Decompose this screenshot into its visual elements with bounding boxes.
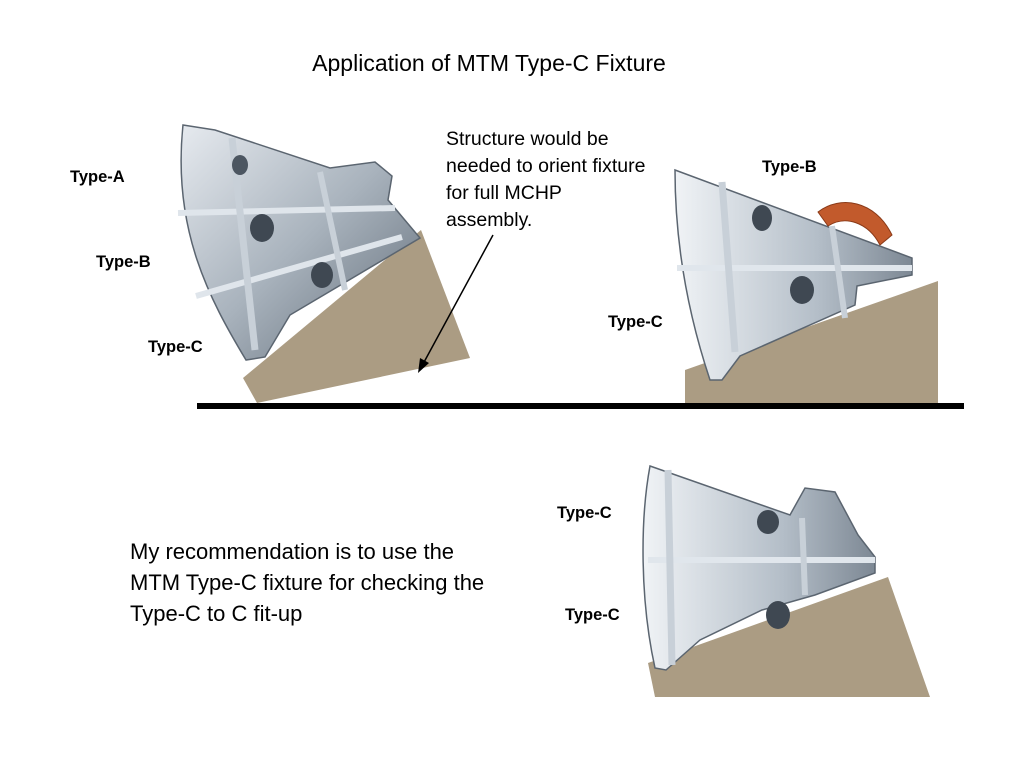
bottom-assembly-illustration (642, 465, 930, 697)
left-label-type-a: Type-A (70, 168, 125, 186)
left-label-type-c: Type-C (148, 338, 203, 356)
bottom-cutout (757, 510, 779, 534)
left-rib-mid (195, 234, 403, 299)
callout-arrow (418, 234, 494, 373)
right-label-type-b: Type-B (762, 158, 817, 176)
left-rib-vert-2 (317, 171, 348, 291)
bottom-fixture-wedge (648, 577, 930, 697)
left-cutout (250, 214, 274, 242)
right-rib-vert-2 (829, 225, 848, 319)
callout-note: Structure would be needed to orient fixt… (446, 128, 646, 231)
right-label-type-c: Type-C (608, 313, 663, 331)
right-fixture-wedge (685, 281, 938, 403)
left-cutout-2 (311, 262, 333, 288)
bottom-label-type-c-lower: Type-C (565, 606, 620, 624)
bottom-rib-vert-2 (799, 517, 808, 596)
slide-title: Application of MTM Type-C Fixture (312, 50, 666, 76)
bottom-structure (642, 465, 876, 671)
bottom-label-type-c-upper: Type-C (557, 504, 612, 522)
bottom-cutout-2 (766, 601, 790, 629)
right-assembly-illustration (674, 168, 938, 403)
left-cutout-3 (232, 155, 248, 175)
bottom-rib-vert (664, 469, 676, 666)
left-structure (180, 124, 422, 361)
left-assembly-illustration (177, 124, 470, 403)
ground-line (197, 403, 964, 409)
left-fixture-wedge (243, 230, 470, 403)
right-cutout (752, 205, 772, 231)
right-cutout-2 (790, 276, 814, 304)
recommendation-text: My recommendation is to use the MTM Type… (130, 539, 485, 626)
left-rib-top (177, 205, 396, 216)
right-flange (817, 202, 893, 246)
left-label-type-b: Type-B (96, 253, 151, 271)
right-rib-vert (718, 181, 739, 353)
